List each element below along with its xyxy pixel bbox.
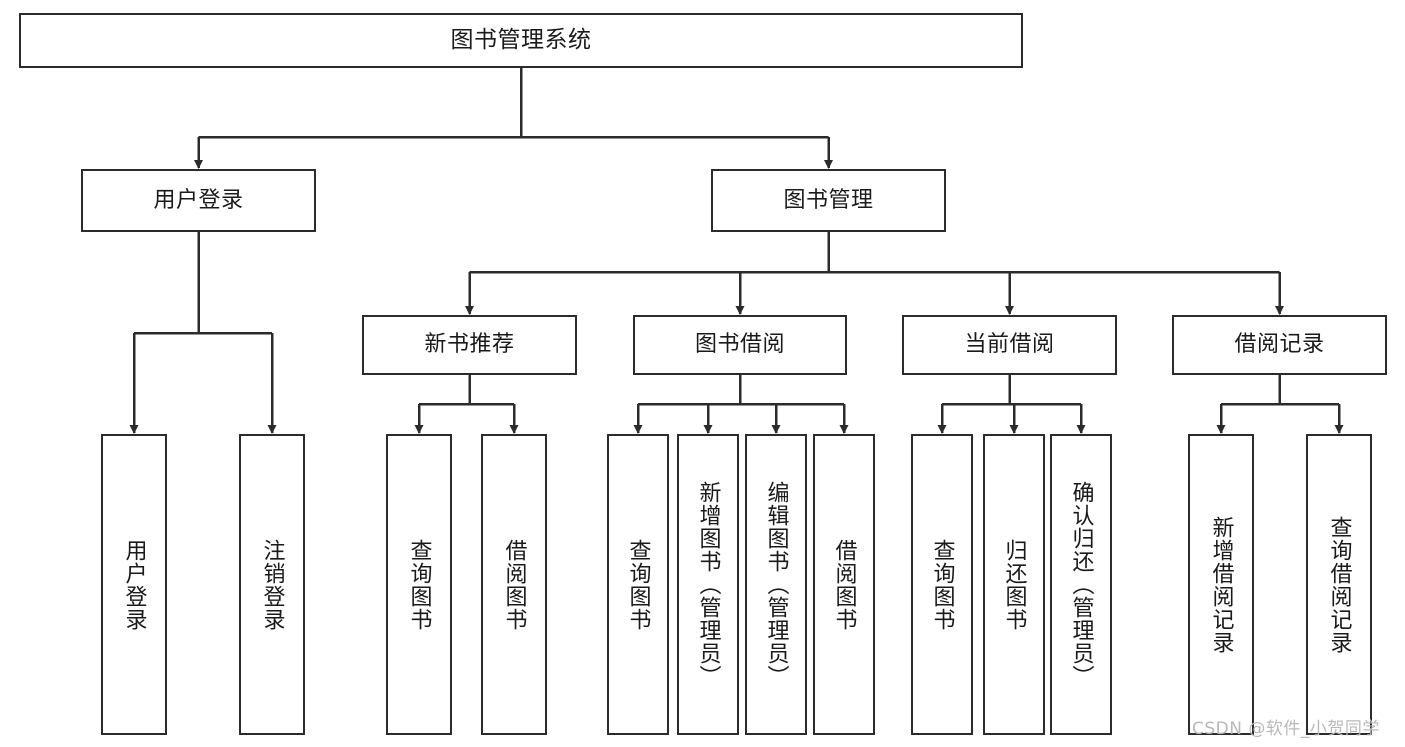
node-records[interactable]: 借阅记录 [1172,315,1387,375]
node-label-login: 用户登录 [153,187,244,213]
node-n_query[interactable]: 查询图书 [386,434,452,735]
node-label-current: 当前借阅 [964,332,1055,358]
node-c_query[interactable]: 查询图书 [911,434,973,735]
node-label-n_query: 查询图书 [406,538,432,631]
node-label-c_return: 归还图书 [1001,538,1027,631]
node-b_query[interactable]: 查询图书 [607,434,669,735]
node-b_borrow[interactable]: 借阅图书 [813,434,875,735]
node-label-r_add: 新增借阅记录 [1208,515,1234,654]
node-b_edit[interactable]: 编辑图书（管理员） [745,434,807,735]
node-r_add[interactable]: 新增借阅记录 [1188,434,1254,735]
node-l_logout[interactable]: 注销登录 [239,434,305,735]
node-b_add[interactable]: 新增图书（管理员） [677,434,739,735]
node-label-bookmgmt: 图书管理 [783,187,874,213]
node-c_return[interactable]: 归还图书 [983,434,1045,735]
node-n_borrow[interactable]: 借阅图书 [481,434,547,735]
node-label-borrow: 图书借阅 [694,332,785,358]
node-r_query[interactable]: 查询借阅记录 [1306,434,1372,735]
node-label-b_query: 查询图书 [625,538,651,631]
node-l_login[interactable]: 用户登录 [101,434,167,735]
node-newbook[interactable]: 新书推荐 [362,315,577,375]
node-root[interactable]: 图书管理系统 [19,13,1023,68]
node-label-root: 图书管理系统 [450,27,592,54]
node-c_confirm[interactable]: 确认归还（管理员） [1050,434,1112,735]
node-label-r_query: 查询借阅记录 [1326,515,1352,654]
node-label-b_edit: 编辑图书（管理员） [763,481,789,688]
node-bookmgmt[interactable]: 图书管理 [711,169,946,232]
node-label-c_query: 查询图书 [929,538,955,631]
node-label-b_add: 新增图书（管理员） [695,481,721,688]
node-label-newbook: 新书推荐 [424,332,515,358]
connector-lines [129,68,1344,434]
node-label-n_borrow: 借阅图书 [501,538,527,631]
node-label-c_confirm: 确认归还（管理员） [1068,481,1094,688]
node-login[interactable]: 用户登录 [81,169,316,232]
node-label-l_logout: 注销登录 [259,538,285,631]
node-label-b_borrow: 借阅图书 [831,538,857,631]
node-borrow[interactable]: 图书借阅 [633,315,847,375]
node-label-records: 借阅记录 [1234,332,1325,358]
node-current[interactable]: 当前借阅 [902,315,1117,375]
node-label-l_login: 用户登录 [121,538,147,631]
